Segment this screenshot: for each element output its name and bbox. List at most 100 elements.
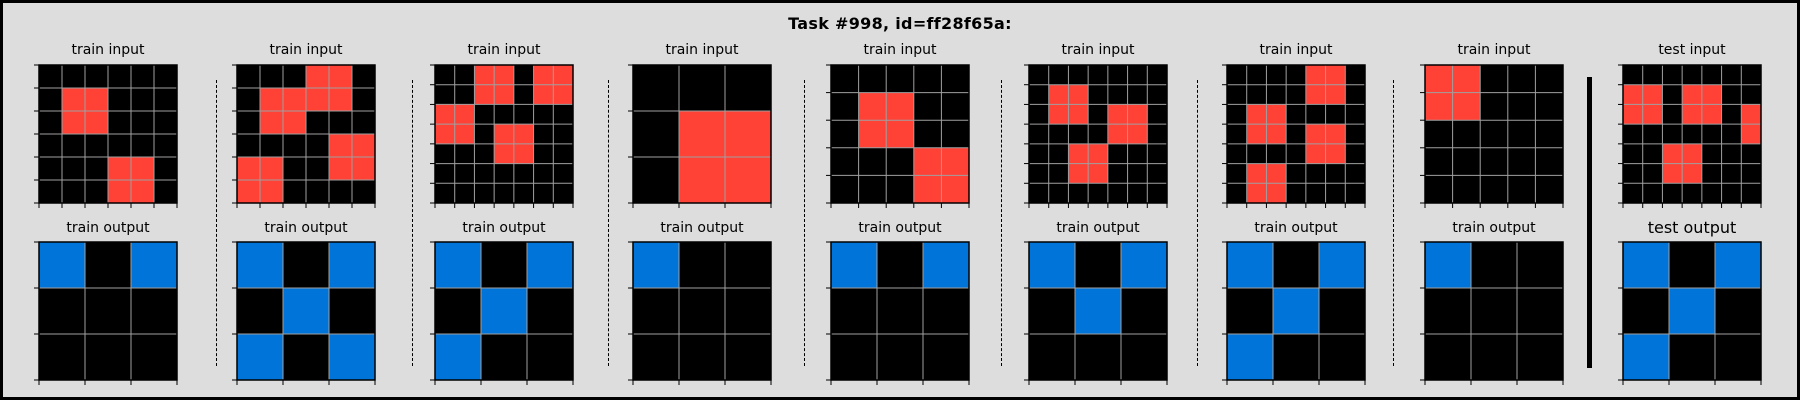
grid-cell (1471, 288, 1518, 335)
grid-cell (1623, 65, 1644, 86)
grid-cell (39, 134, 63, 158)
grid-cell (877, 242, 924, 289)
grid-cell (329, 180, 353, 204)
grid-cell (1088, 65, 1109, 86)
grid-cell (283, 334, 330, 381)
grid-cell (329, 242, 376, 289)
grid-cell (1682, 104, 1703, 125)
grid-cell (62, 134, 86, 158)
grid-cell (1701, 163, 1723, 184)
grid-cell (1029, 288, 1076, 335)
grid-cell (1075, 242, 1122, 289)
grid-cell (306, 111, 330, 135)
grid-cell (1319, 334, 1366, 381)
grid-cell (1266, 84, 1287, 105)
grid-cell (1048, 124, 1069, 145)
grid-cell (352, 180, 376, 204)
grid-cell (1121, 242, 1168, 289)
grid-cell (260, 111, 284, 135)
grid-cell (352, 111, 376, 135)
grid-cell (1121, 334, 1168, 381)
grid-cell (1147, 84, 1168, 105)
grid-cell (1345, 84, 1366, 105)
grid-cell (283, 180, 307, 204)
grid-cell (1029, 242, 1076, 289)
grid-cell (85, 157, 109, 181)
grid-cell (1273, 242, 1320, 289)
grid-cell (886, 92, 915, 121)
train-output-label: train output (858, 220, 942, 236)
grid-cell (1246, 104, 1267, 125)
grid-cell (1452, 175, 1481, 204)
grid-cell (1246, 65, 1267, 86)
grid-cell (679, 334, 726, 381)
grid-cell (553, 84, 574, 105)
grid-cell (513, 183, 535, 204)
grid-cell (1425, 334, 1472, 381)
grid-cell (329, 65, 353, 89)
grid-cell (1669, 242, 1716, 289)
grid-cell (633, 111, 680, 158)
grid-cell (858, 175, 887, 204)
grid-cell (494, 84, 515, 105)
grid-cell (941, 147, 970, 176)
grid-cell (1029, 334, 1076, 381)
figure-title: Task #998, id=ff28f65a: (788, 14, 1012, 33)
grid-cell (913, 92, 942, 121)
grid-cell (329, 88, 353, 112)
grid-cell (1107, 124, 1129, 145)
grid-cell (858, 120, 887, 149)
grid-cell (1480, 175, 1509, 204)
grid-cell (1246, 163, 1267, 184)
grid-frame (632, 64, 772, 204)
grid-cell (1480, 120, 1509, 149)
grid-cell (1662, 84, 1683, 105)
grid-cell (1623, 124, 1644, 145)
grid-frame (1424, 241, 1564, 381)
grid-cell (1507, 120, 1536, 149)
grid-cell (1623, 163, 1644, 184)
grid-cell (454, 104, 475, 125)
grid-frame (1622, 241, 1762, 381)
grid-cell (39, 111, 63, 135)
train-output-label: train output (1254, 220, 1338, 236)
grid-cell (108, 65, 132, 89)
grid-cell (1701, 143, 1723, 165)
pair-separator (216, 80, 217, 366)
grid-cell (1068, 124, 1089, 145)
grid-cell (435, 288, 482, 335)
grid-cell (85, 334, 132, 381)
grid-cell (435, 242, 482, 289)
grid-cell (1345, 143, 1366, 165)
grid-cell (481, 334, 528, 381)
grid-cell (527, 334, 574, 381)
grid-cell (494, 65, 515, 86)
grid-cell (62, 180, 86, 204)
grid-cell (1068, 183, 1089, 204)
grid-cell (1741, 65, 1762, 86)
grid-cell (1107, 84, 1129, 105)
grid-cell (1088, 143, 1109, 165)
grid-cell (131, 334, 178, 381)
grid-cell (260, 157, 284, 181)
grid-cell (725, 334, 772, 381)
grid-cell (1345, 104, 1366, 125)
grid-cell (1535, 92, 1564, 121)
grid-cell (533, 84, 554, 105)
grid-cell (553, 143, 574, 165)
grid-cell (513, 65, 535, 86)
train-input-grid (1420, 64, 1564, 208)
grid-cell (553, 104, 574, 125)
grid-cell (1662, 65, 1683, 86)
grid-cell (154, 134, 178, 158)
grid-cell (1068, 143, 1089, 165)
grid-cell (494, 104, 515, 125)
grid-cell (1425, 175, 1454, 204)
train-input-label: train input (1259, 42, 1333, 58)
train-output-grid (628, 241, 772, 385)
grid-cell (679, 242, 726, 289)
train-output-grid (826, 241, 970, 385)
grid-cell (1246, 143, 1267, 165)
grid-cell (1741, 84, 1762, 105)
grid-cell (886, 147, 915, 176)
